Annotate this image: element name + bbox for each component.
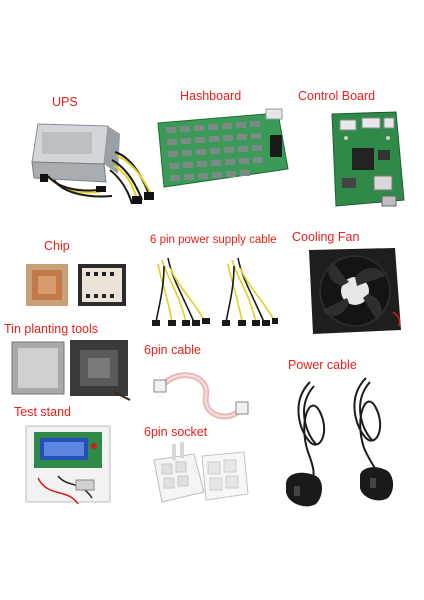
test-stand-image: [18, 418, 118, 508]
power-cable-image: [280, 372, 420, 512]
control-board-label: Control Board: [298, 89, 376, 103]
tin-planting-tools-image: [4, 338, 136, 403]
power-cable-label: Power cable: [288, 358, 357, 372]
cooling-fan-image: [305, 246, 405, 336]
cooling-fan-label: Cooling Fan: [292, 230, 360, 244]
6pin-socket-image: [148, 440, 253, 515]
6pin-power-supply-cable-label: 6 pin power supply cable: [150, 234, 277, 246]
ups-power-supply-image: [20, 112, 160, 212]
control-board-image: [322, 108, 412, 218]
chip-image: [24, 260, 134, 310]
6pin-cable-label: 6pin cable: [144, 343, 201, 357]
6pin-power-cable-image: [150, 250, 280, 330]
6pin-cable-image: [150, 356, 250, 428]
chip-label: Chip: [44, 239, 70, 253]
ups-label: UPS: [52, 95, 78, 109]
6pin-socket-label: 6pin socket: [144, 425, 208, 439]
hashboard-label: Hashboard: [180, 89, 242, 103]
test-stand-label: Test stand: [14, 405, 71, 419]
tin-planting-tools-label: Tin planting tools: [4, 322, 99, 336]
hashboard-image: [150, 105, 295, 195]
